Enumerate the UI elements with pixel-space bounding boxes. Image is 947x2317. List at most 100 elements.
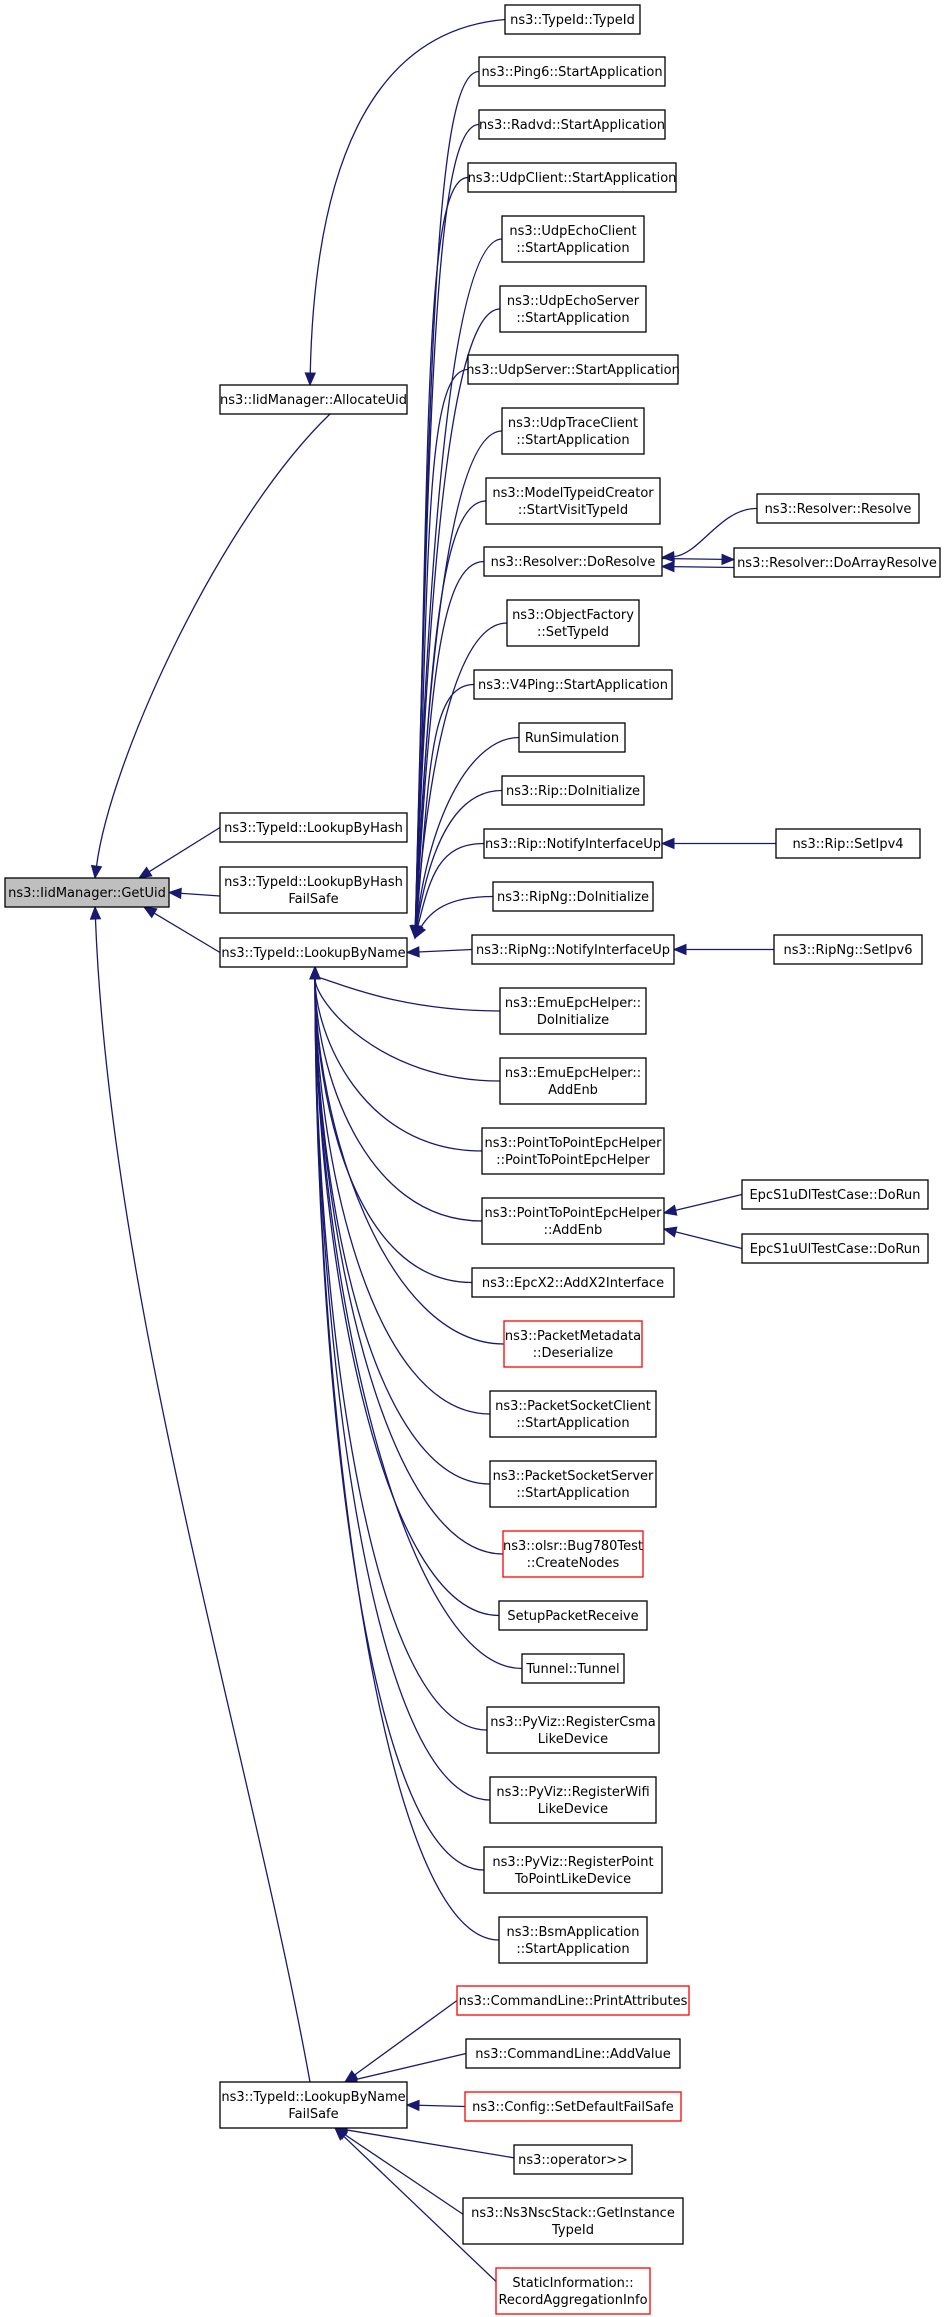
node-ripng-notify[interactable]: ns3::RipNg::NotifyInterfaceUp xyxy=(471,934,675,965)
node-label: ToPointLikeDevice xyxy=(514,1872,631,1887)
node-box xyxy=(501,215,645,263)
edge-cmd-printattr-lookupbynamefailsafe xyxy=(353,1999,458,2077)
node-psserver[interactable]: ns3::PacketSocketServer::StartApplicatio… xyxy=(489,1460,657,1508)
node-epcx2[interactable]: ns3::EpcX2::AddX2Interface xyxy=(471,1267,675,1298)
node-p2p-ctor[interactable]: ns3::PointToPointEpcHelper::PointToPoint… xyxy=(481,1127,665,1175)
node-box xyxy=(489,1390,657,1438)
node-rip-notify[interactable]: ns3::Rip::NotifyInterfaceUp xyxy=(483,828,663,859)
node-objectfactory[interactable]: ns3::ObjectFactory::SetTypeId xyxy=(506,599,640,647)
node-rip-doinit[interactable]: ns3::Rip::DoInitialize xyxy=(501,775,645,806)
node-pyviz-p2p[interactable]: ns3::PyViz::RegisterPointToPointLikeDevi… xyxy=(483,1846,663,1894)
node-box xyxy=(485,477,661,525)
node-label: ::SetTypeId xyxy=(537,625,609,640)
node-label: ::CreateNodes xyxy=(527,1556,620,1571)
edge-rip-doinit-lookupbyname xyxy=(416,789,503,928)
node-resolver-resolve[interactable]: ns3::Resolver::Resolve xyxy=(756,493,920,524)
edge-udpclient-lookupbyname xyxy=(414,176,469,928)
edge-allocateuid-getuid xyxy=(95,413,331,868)
node-bsm[interactable]: ns3::BsmApplication::StartApplication xyxy=(498,1916,648,1964)
node-label: LikeDevice xyxy=(538,1732,608,1747)
edge-typeidctor-allocateuid-arrowhead xyxy=(304,372,317,387)
node-ping6[interactable]: ns3::Ping6::StartApplication xyxy=(478,56,666,87)
node-ripng-setipv6[interactable]: ns3::RipNg::SetIpv6 xyxy=(773,934,923,965)
edge-udpechoclient-lookupbyname xyxy=(414,238,503,928)
node-emu-doinit[interactable]: ns3::EmuEpcHelper::DoInitialize xyxy=(499,987,647,1035)
node-box xyxy=(219,812,408,843)
node-udpechoclient[interactable]: ns3::UdpEchoClient::StartApplication xyxy=(501,215,645,263)
node-lookupbyhash[interactable]: ns3::TypeId::LookupByHash xyxy=(219,812,408,843)
node-runsimulation[interactable]: RunSimulation xyxy=(518,722,626,753)
node-label: ns3::EmuEpcHelper:: xyxy=(505,1066,641,1081)
node-label: ns3::IidManager::AllocateUid xyxy=(220,393,407,408)
node-box xyxy=(773,934,923,965)
edge-epcs1uul-addenb xyxy=(674,1231,743,1250)
node-radvd[interactable]: ns3::Radvd::StartApplication xyxy=(478,109,666,140)
node-epcs1udl[interactable]: EpcS1uDlTestCase::DoRun xyxy=(741,1179,929,1210)
edge-doresolve-doarray xyxy=(661,557,724,560)
node-getuid[interactable]: ns3::IidManager::GetUid xyxy=(4,877,170,908)
edge-rip-notify-lookupbyname xyxy=(416,842,485,928)
node-cmd-printattr[interactable]: ns3::CommandLine::PrintAttributes xyxy=(456,1985,690,2016)
edge-lookupbyhashfailsafe-getuid xyxy=(179,892,221,897)
node-modeltypeid[interactable]: ns3::ModelTypeidCreator::StartVisitTypeI… xyxy=(485,477,661,525)
node-rip-setipv4[interactable]: ns3::Rip::SetIpv4 xyxy=(775,828,921,859)
node-label: LikeDevice xyxy=(538,1802,608,1817)
node-p2p-addenb[interactable]: ns3::PointToPointEpcHelper::AddEnb xyxy=(481,1197,665,1245)
node-setuppacket[interactable]: SetupPacketReceive xyxy=(498,1600,648,1631)
node-staticinfo[interactable]: StaticInformation::RecordAggregationInfo xyxy=(495,2267,651,2315)
node-resolver-doresolve[interactable]: ns3::Resolver::DoResolve xyxy=(483,546,663,577)
call-graph-edges xyxy=(89,18,776,2292)
node-box xyxy=(481,1127,665,1175)
node-box xyxy=(467,354,679,385)
node-box xyxy=(483,828,663,859)
edge-lookupbyhash-getuid xyxy=(147,826,221,873)
node-box xyxy=(733,547,941,578)
node-typeid-typeid[interactable]: ns3::TypeId::TypeId xyxy=(504,4,641,35)
node-tunnel[interactable]: Tunnel::Tunnel xyxy=(521,1653,625,1684)
node-packetmetadata[interactable]: ns3::PacketMetadata::Deserialize xyxy=(503,1320,643,1368)
node-psclient[interactable]: ns3::PacketSocketClient::StartApplicatio… xyxy=(489,1390,657,1438)
node-box xyxy=(465,2038,681,2069)
node-label: ns3::PointToPointEpcHelper xyxy=(485,1206,663,1221)
node-box xyxy=(219,384,408,415)
node-epcs1uul[interactable]: EpcS1uUlTestCase::DoRun xyxy=(741,1233,929,1264)
edge-lookupbyhash-getuid-arrowhead xyxy=(137,866,153,879)
node-label: ns3::RipNg::SetIpv6 xyxy=(783,943,912,958)
node-udpechoserver[interactable]: ns3::UdpEchoServer::StartApplication xyxy=(499,285,647,333)
node-ripng-doinit[interactable]: ns3::RipNg::DoInitialize xyxy=(492,881,654,912)
node-emu-addenb[interactable]: ns3::EmuEpcHelper::AddEnb xyxy=(499,1057,647,1105)
node-label: ns3::PyViz::RegisterPoint xyxy=(492,1855,653,1870)
edge-lookupbyname-getuid-arrowhead xyxy=(142,906,158,919)
node-label: ns3::PacketMetadata xyxy=(505,1329,641,1344)
node-box xyxy=(456,1985,690,2016)
edge-udpserver-lookupbyname xyxy=(414,368,469,928)
node-label: StaticInformation:: xyxy=(512,2276,633,2291)
node-udptraceclient[interactable]: ns3::UdpTraceClient::StartApplication xyxy=(501,407,645,455)
node-box xyxy=(489,1776,657,1824)
edge-lookupbyname-getuid xyxy=(153,912,221,954)
edge-doarray-doresolve xyxy=(672,566,735,569)
node-config-setdefault[interactable]: ns3::Config::SetDefaultFailSafe xyxy=(464,2091,682,2122)
node-v4ping[interactable]: ns3::V4Ping::StartApplication xyxy=(473,669,673,700)
edge-ripng-doinit-lookupbyname-arrowhead xyxy=(414,924,427,940)
node-lookupbyname[interactable]: ns3::TypeId::LookupByName xyxy=(219,937,408,968)
node-cmd-addvalue[interactable]: ns3::CommandLine::AddValue xyxy=(465,2038,681,2069)
edge-epcs1udl-addenb-arrowhead xyxy=(662,1204,678,1216)
node-box xyxy=(756,493,920,524)
node-olsr[interactable]: ns3::olsr::Bug780Test::CreateNodes xyxy=(502,1530,644,1578)
node-udpclient[interactable]: ns3::UdpClient::StartApplication xyxy=(467,162,677,193)
node-operator-rshift[interactable]: ns3::operator>> xyxy=(513,2144,633,2175)
node-label: ns3::PyViz::RegisterCsma xyxy=(490,1715,655,1730)
node-udpserver[interactable]: ns3::UdpServer::StartApplication xyxy=(466,354,680,385)
node-box xyxy=(471,934,675,965)
node-resolver-doarray[interactable]: ns3::Resolver::DoArrayResolve xyxy=(733,547,941,578)
node-box xyxy=(499,285,647,333)
node-allocateuid[interactable]: ns3::IidManager::AllocateUid xyxy=(219,384,408,415)
edge-config-setdefault-lookupbynamefailsafe-arrowhead xyxy=(405,2099,420,2112)
node-box xyxy=(219,937,408,968)
